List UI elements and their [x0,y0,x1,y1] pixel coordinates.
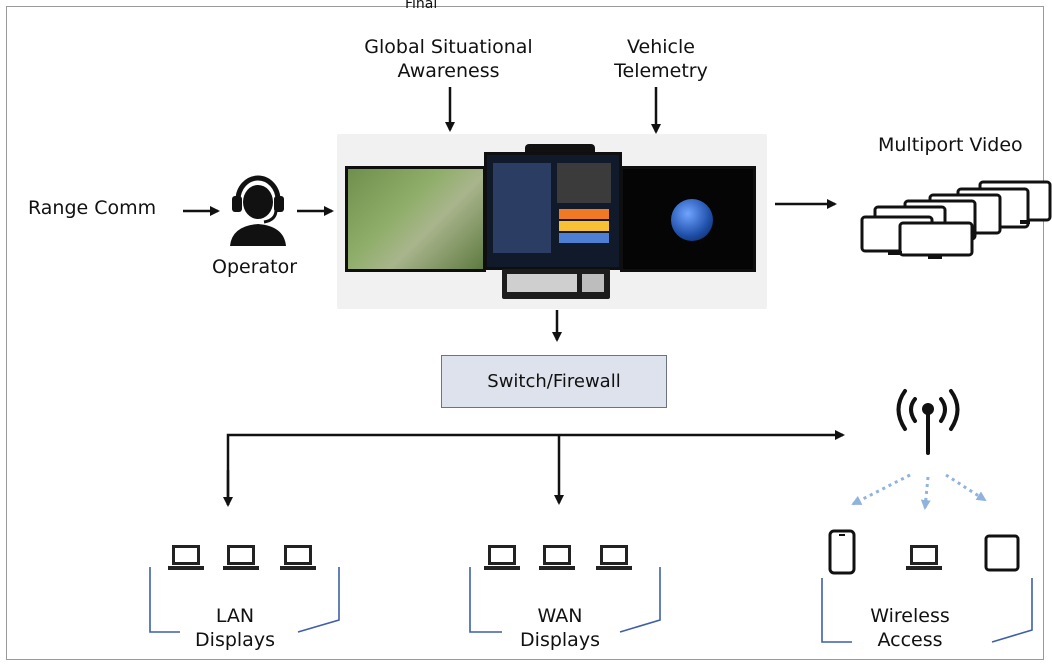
tablet-icon [984,534,1020,572]
left-monitor-map [345,166,486,272]
wireless-devices [828,529,1020,575]
lan-bracket-left [149,567,180,633]
lan-laptops [168,545,316,570]
antenna-icon [896,389,960,455]
switch-firewall-label: Switch/Firewall [487,371,621,392]
monitor-stack-icon [860,180,1052,259]
wireless-bracket-right [991,578,1033,643]
wan-laptops [484,545,632,570]
lan-bracket-right [297,567,340,633]
wireless-bracket-left [821,578,852,643]
wan-bracket-right [619,567,661,633]
laptop-icon [906,545,942,570]
headset-operator-icon [230,175,286,246]
global-situational-awareness-label: Global Situational Awareness [364,36,533,82]
laptop-icon [168,545,204,570]
diagram-frame [6,6,1044,660]
laptop-icon [280,545,316,570]
center-monitor [484,152,622,270]
portable-console-image [337,134,767,309]
lan-displays-label: LAN Displays [195,605,275,651]
wireless-access-label: Wireless Access [870,605,950,651]
right-monitor-globe [620,166,756,272]
keyboard [502,269,610,299]
multiport-video-label: Multiport Video [878,134,1023,156]
top-cut-label: Final [405,0,438,8]
laptop-icon [596,545,632,570]
laptop-icon [539,545,575,570]
operator-label: Operator [212,256,298,278]
laptop-icon [223,545,259,570]
laptop-icon [484,545,520,570]
wan-displays-label: WAN Displays [520,605,600,651]
wan-bracket-left [469,567,502,633]
bus-line [226,430,845,505]
switch-firewall-box: Switch/Firewall [441,355,667,408]
vehicle-telemetry-label: Vehicle Telemetry [614,36,708,82]
phone-icon [828,529,856,575]
range-comm-label: Range Comm [28,197,157,219]
